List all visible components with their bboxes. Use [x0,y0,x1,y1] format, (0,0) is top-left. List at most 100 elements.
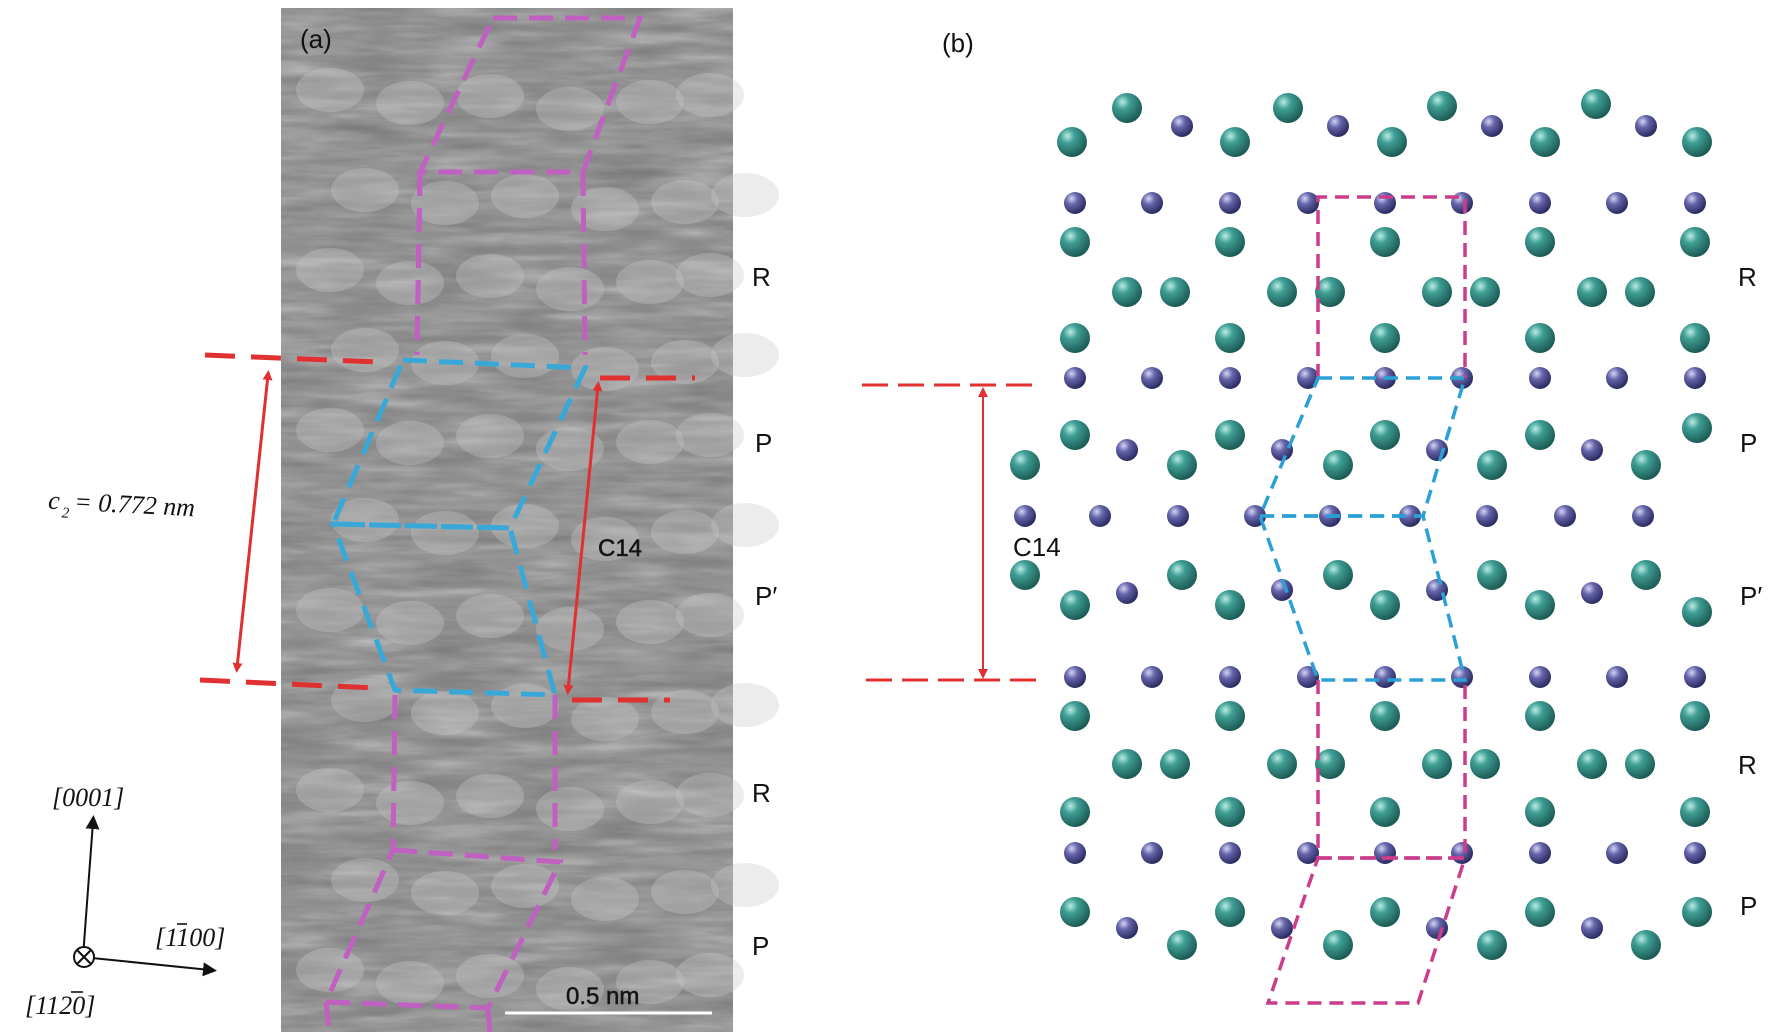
atom-column-blob [331,328,399,372]
atom-column-blob [711,863,779,907]
small-atom [1297,842,1319,864]
atom-column-blob [536,967,604,1011]
small-atom [1064,367,1086,389]
large-atom [1581,89,1611,119]
atom-column-blob [676,773,744,817]
large-atom [1625,749,1655,779]
c14-label-a: C14 [598,535,642,562]
pink-tail-r [485,1007,493,1036]
tem-image-noise [281,8,733,1032]
large-atom [1525,590,1555,620]
large-atom [1682,127,1712,157]
cyan-cells-b [1257,376,1468,682]
atom-column-blob [456,74,524,118]
atom-column-blob [651,510,719,554]
cyan-cell-upper [329,357,589,531]
atom-column-blob [651,180,719,224]
atom-column-blob [651,340,719,384]
large-atom [1215,701,1245,731]
atom-column-blob [296,588,364,632]
atom-column-blob [296,948,364,992]
large-atom [1273,93,1303,123]
small-atom [1064,666,1086,688]
c2-arrow [232,370,273,673]
large-atom [1060,227,1090,257]
large-atom [1680,797,1710,827]
large-atom [1525,797,1555,827]
small-atom [1297,192,1319,214]
small-atom [1476,505,1498,527]
small-atom [1116,439,1138,461]
large-atom [1315,749,1345,779]
large-atom [1477,450,1507,480]
c14-arrow-a [563,381,603,695]
small-atom [1529,367,1551,389]
panel-a-label: (a) [300,24,332,54]
atom-column-blob [651,870,719,914]
atom-column-blob [571,187,639,231]
large-atom [1682,597,1712,627]
large-atom [1525,323,1555,353]
small-atom [1481,115,1503,137]
small-atom [1684,367,1706,389]
layer-a-3: R [752,778,771,808]
atom-column-blob [376,81,444,125]
large-atom [1680,323,1710,353]
atom-column-blob [616,960,684,1004]
small-atom [1219,666,1241,688]
large-atom [1477,560,1507,590]
axis-out-label: [1120] [25,991,95,1020]
small-atom [1554,505,1576,527]
atom-column-blob [411,691,479,735]
axis-right-arrow [91,957,217,977]
small-atom [1297,367,1319,389]
svg-text:[1100]: [1100] [155,923,225,952]
large-atom [1370,897,1400,927]
large-atom [1525,227,1555,257]
large-atom [1323,930,1353,960]
small-atom [1451,666,1473,688]
atom-column-blob [651,690,719,734]
atom-column-blob [491,684,559,728]
atom-column-blob [536,607,604,651]
pink-lower-l [390,694,398,851]
large-atom [1167,930,1197,960]
large-atom [1112,93,1142,123]
large-atom [1477,930,1507,960]
large-atom [1215,590,1245,620]
small-atom [1219,842,1241,864]
c14-label-b: C14 [1013,532,1061,562]
large-atom [1160,749,1190,779]
atom-column-blob [536,267,604,311]
large-atom [1010,560,1040,590]
magenta-cell-upper [1316,195,1467,378]
small-atom [1374,842,1396,864]
large-atom [1060,323,1090,353]
atom-column-blob [411,181,479,225]
atom-column-blob [616,260,684,304]
large-atom [1631,450,1661,480]
large-atom [1680,227,1710,257]
layer-b-3: R [1738,750,1757,780]
large-atom [1525,897,1555,927]
large-atom [1112,277,1142,307]
large-atom [1323,560,1353,590]
atom-column-blob [536,787,604,831]
panel-b-label: (b) [942,28,974,58]
small-atom [1529,842,1551,864]
small-atom [1606,842,1628,864]
large-atom [1167,450,1197,480]
atom-column-blob [411,871,479,915]
large-atom [1215,227,1245,257]
small-atom [1089,505,1111,527]
large-atom [1215,323,1245,353]
large-atom [1682,897,1712,927]
small-atom [1632,505,1654,527]
atom-column-blob [456,254,524,298]
large-atom [1370,323,1400,353]
small-atom [1014,505,1036,527]
atom-column-blob [616,600,684,644]
atom-column-blob [711,503,779,547]
small-atom [1684,666,1706,688]
